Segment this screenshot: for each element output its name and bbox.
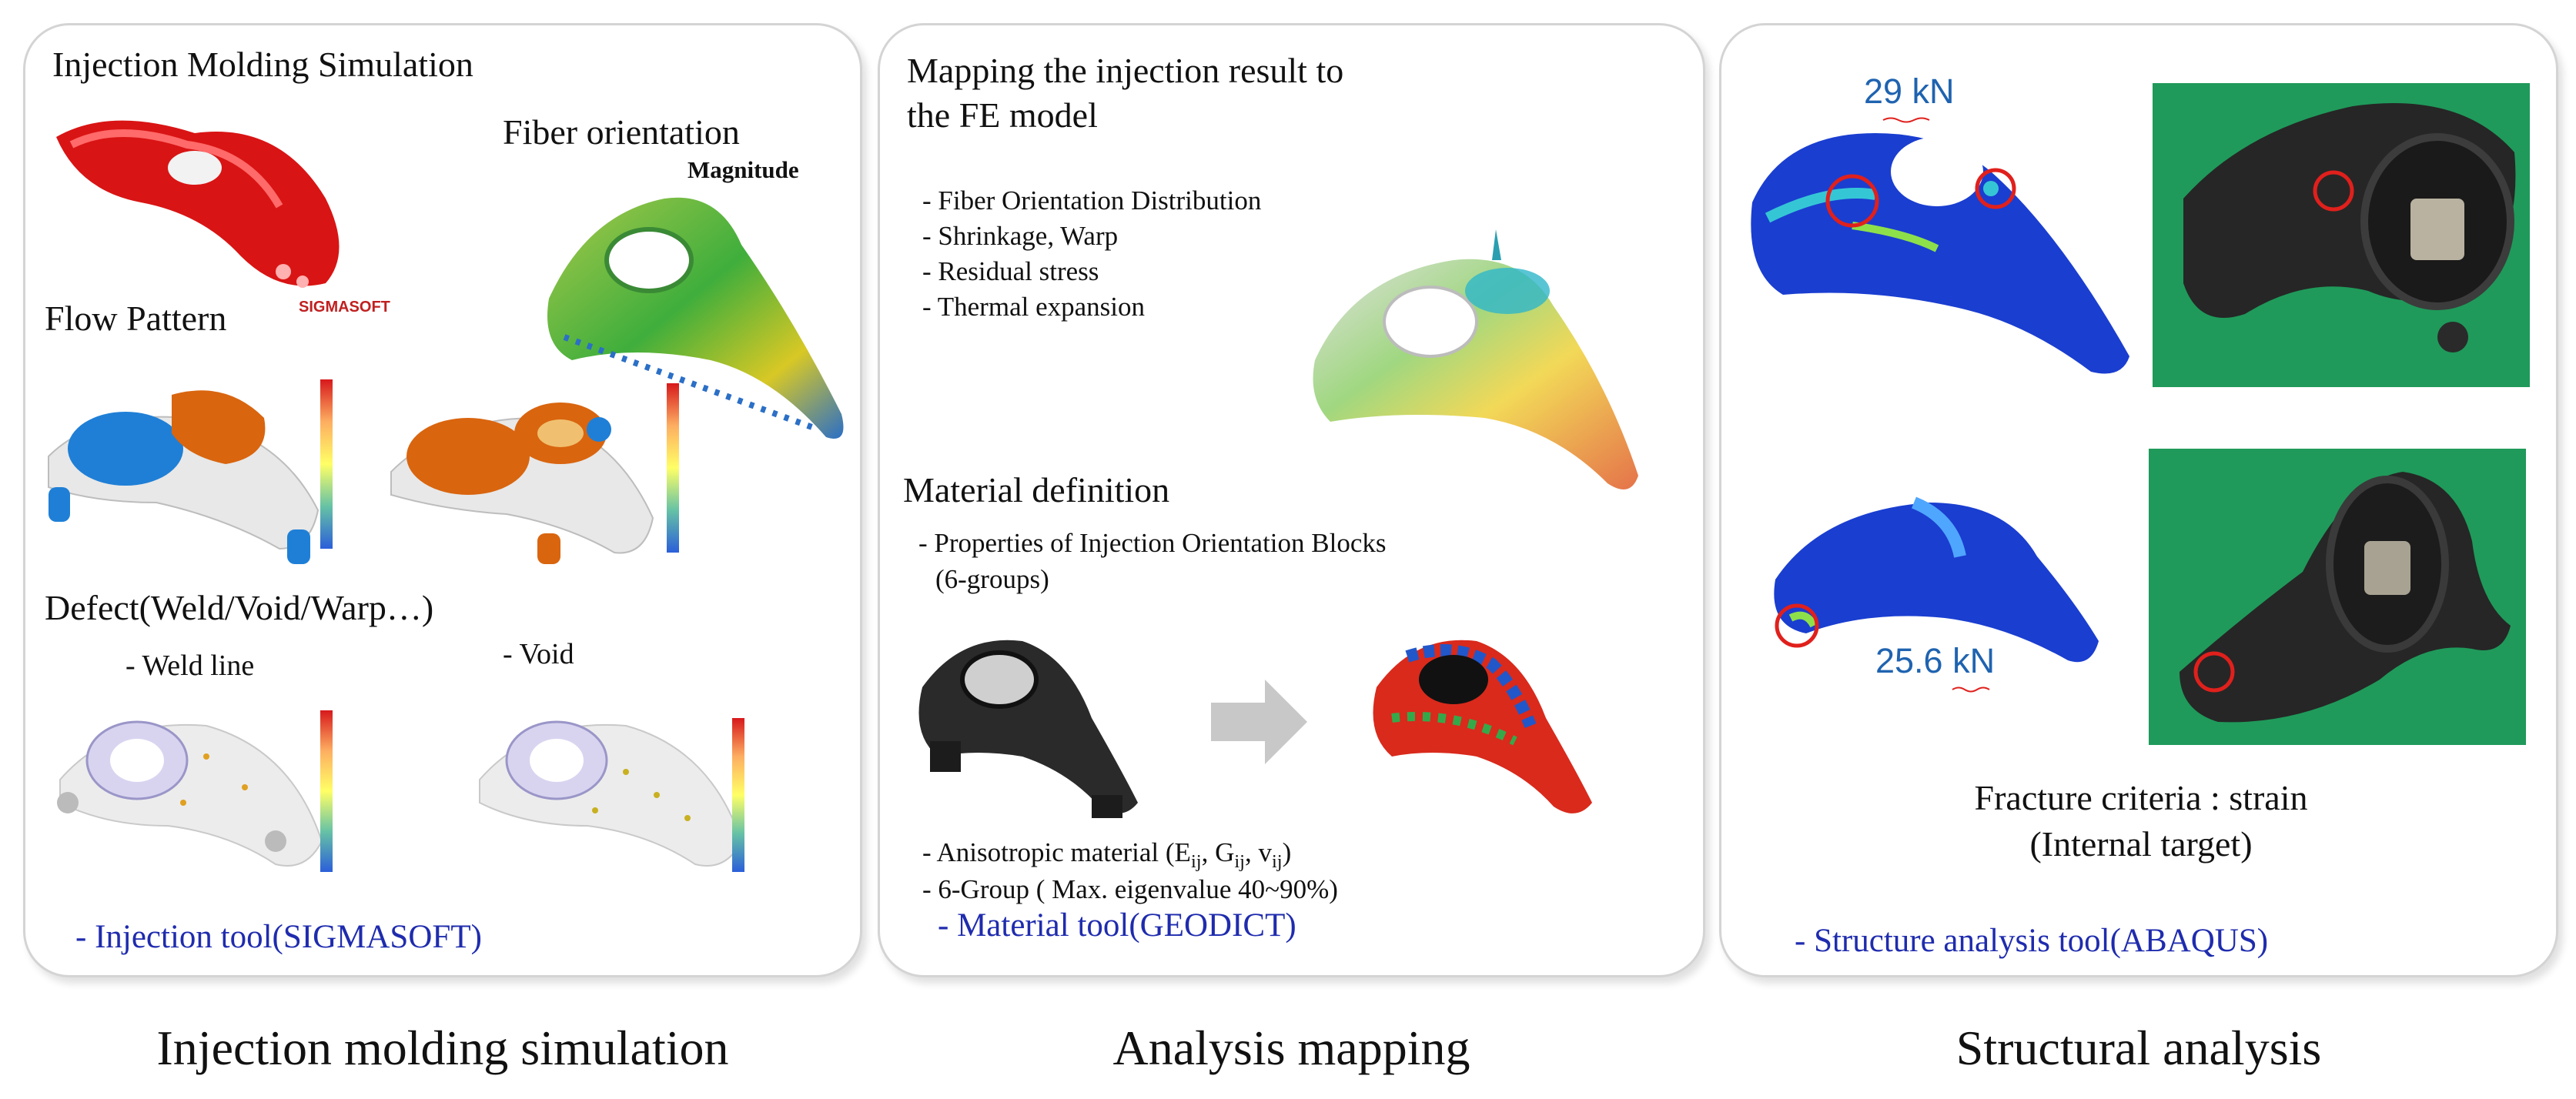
fe-result-bottom-image: [1774, 496, 2099, 663]
temperature-legend-1: [320, 379, 333, 549]
void-image: [479, 720, 743, 867]
mapping-list-item: - Fiber Orientation Distribution: [922, 185, 1262, 215]
caption-injection-molding: Injection molding simulation: [156, 1020, 729, 1075]
fiber-orientation-image: [547, 197, 844, 439]
magnitude-label: Magnitude: [687, 156, 799, 183]
analysis-mapping-panel: Mapping the injection result to the FE m…: [878, 23, 1705, 977]
mapping-list: - Fiber Orientation Distribution - Shrin…: [922, 183, 1261, 325]
load-label-top: 29 kN: [1864, 72, 1955, 111]
mapping-arrow-icon: [1211, 680, 1307, 764]
weld-legend: [320, 710, 333, 872]
flow-pattern-image-1: [48, 390, 319, 564]
caption-structural-analysis: Structural analysis: [1955, 1020, 2322, 1075]
load-underline-bottom: [1952, 686, 1990, 693]
mapping-list-item: - Thermal expansion: [922, 292, 1145, 322]
test-photo-top: [2153, 83, 2530, 387]
material-definition-title: Material definition: [903, 470, 1170, 509]
load-label-bottom: 25.6 kN: [1875, 641, 1996, 680]
injection-molding-title: Injection Molding Simulation: [52, 45, 473, 84]
flow-pattern-title: Flow Pattern: [45, 299, 227, 338]
properties-line1: - Properties of Injection Orientation Bl…: [918, 528, 1387, 558]
void-legend: [732, 718, 744, 872]
injection-tool-label: - Injection tool(SIGMASOFT): [75, 919, 482, 955]
injection-molding-panel: Injection Molding Simulation SIGMASOFT F…: [23, 23, 862, 977]
weld-line-image: [57, 720, 323, 867]
mapped-fe-model-image: [1313, 229, 1638, 489]
caption-analysis-mapping: Analysis mapping: [1112, 1020, 1470, 1075]
fiber-orientation-title: Fiber orientation: [503, 112, 740, 152]
injection-part-image: [56, 120, 340, 288]
anisotropic-line: - Anisotropic material (Eij, Gij, vij): [922, 837, 1292, 872]
load-underline-top: [1882, 117, 1930, 123]
fe-result-top-image: [1751, 133, 2129, 374]
mapping-list-item: - Shrinkage, Warp: [922, 221, 1119, 251]
flow-pattern-image-2: [390, 403, 654, 564]
mapping-title-line2: the FE model: [907, 95, 1098, 135]
mapping-list-item: - Residual stress: [922, 256, 1099, 286]
defect-title: Defect(Weld/Void/Warp…): [45, 588, 434, 627]
fracture-criteria-line1: Fracture criteria : strain: [1974, 778, 2308, 817]
test-photo-bottom: [2149, 449, 2526, 745]
temperature-legend-2: [667, 383, 679, 553]
structural-analysis-panel: 29 kN 25.6 kN Fracture criteria : strai: [1719, 23, 2558, 977]
weld-line-label: - Weld line: [125, 650, 255, 682]
fracture-criteria-line2: (Internal target): [2029, 824, 2253, 864]
material-part-image: [918, 640, 1138, 818]
material-tool-label: - Material tool(GEODICT): [938, 907, 1296, 944]
six-group-line: - 6-Group ( Max. eigenvalue 40~90%): [922, 874, 1338, 904]
orientation-blocks-image: [1373, 640, 1592, 813]
sigmasoft-logo: SIGMASOFT: [299, 299, 390, 316]
mapping-title-line1: Mapping the injection result to: [907, 51, 1344, 90]
void-label: - Void: [503, 638, 574, 670]
properties-line2: (6-groups): [935, 564, 1049, 594]
structure-tool-label: - Structure analysis tool(ABAQUS): [1795, 923, 2269, 959]
